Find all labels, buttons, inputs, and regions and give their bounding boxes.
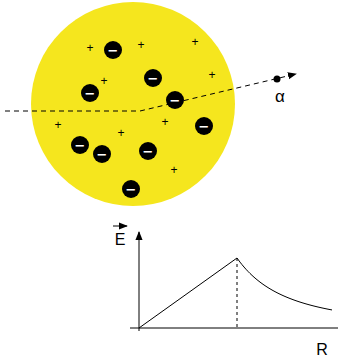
vector-arrow (113, 226, 127, 227)
charge-sign: − (108, 44, 119, 57)
charge-sign: + (137, 39, 144, 51)
charge-sign: + (191, 36, 198, 48)
charge-sign: − (148, 72, 159, 85)
charge-sign: − (75, 139, 86, 152)
charge-sign: − (126, 183, 137, 196)
electron: − (93, 145, 111, 163)
charge-sign: − (143, 145, 154, 158)
x-axis (130, 328, 338, 329)
electron: − (139, 142, 157, 160)
particle-label: α (275, 88, 285, 105)
axis-label: E (115, 232, 126, 248)
charge-sign: − (199, 120, 210, 133)
atom-sphere (31, 2, 235, 206)
charge-sign: − (170, 94, 181, 107)
electron: − (195, 117, 213, 135)
electron: − (144, 69, 162, 87)
y-axis (139, 232, 140, 331)
alpha-particle (274, 76, 281, 83)
electron: − (122, 180, 140, 198)
axis-label: R (316, 342, 328, 358)
charge-sign: + (100, 75, 107, 87)
electron: − (104, 41, 122, 59)
charge-sign: + (170, 164, 177, 176)
charge-sign: − (85, 87, 96, 100)
charge-sign: + (208, 69, 215, 81)
radius-marker (237, 258, 238, 328)
charge-sign: + (161, 116, 168, 128)
charge-sign: + (117, 127, 124, 139)
electron: − (166, 91, 184, 109)
charge-sign: + (54, 119, 61, 131)
charge-sign: − (97, 148, 108, 161)
electron: − (81, 84, 99, 102)
charge-sign: + (86, 42, 93, 54)
electron: − (71, 136, 89, 154)
field-curve (139, 258, 332, 328)
